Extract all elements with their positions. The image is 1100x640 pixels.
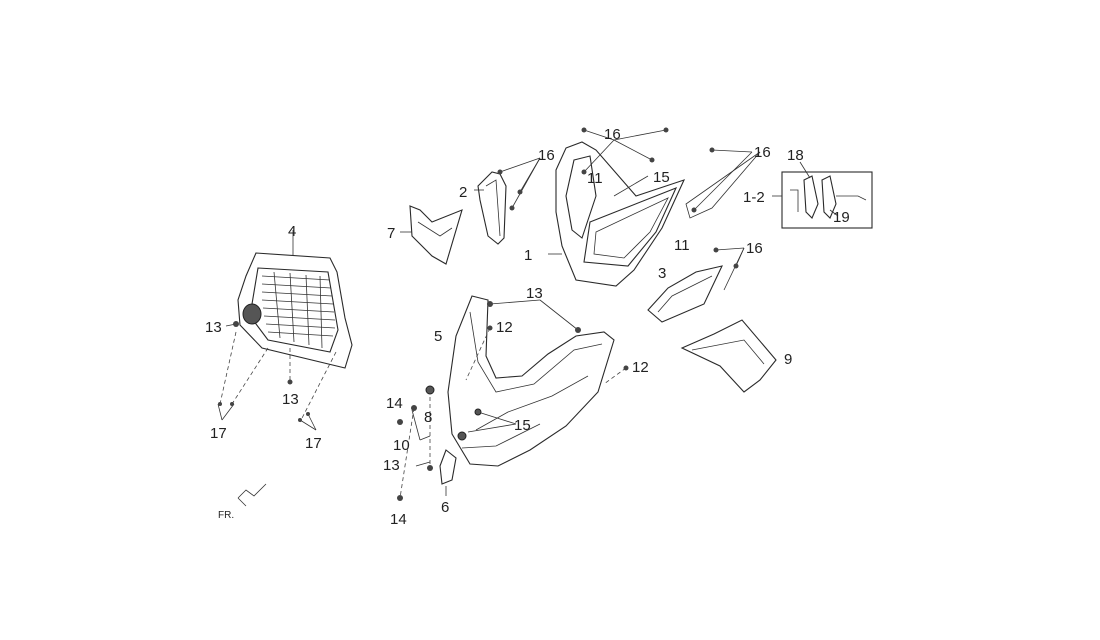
front-direction-arrow: FR. [218,483,267,521]
callout-12-b: 12 [632,359,649,376]
leader-lines [217,129,753,499]
callout-15-a: 15 [653,169,670,186]
part-3-side-strip [647,265,723,323]
callout-2: 2 [459,184,467,201]
callout-16-d: 16 [746,240,763,257]
callout-6: 6 [441,499,449,516]
part-1-headlight [548,141,761,287]
callout-13-a: 13 [526,285,543,302]
part-6-clip [439,449,457,496]
callout-numbers: 4 7 2 16 16 16 16 11 11 15 1 1-2 18 19 3… [205,126,850,528]
front-label: FR. [218,510,234,521]
part-9-lower-panel [680,319,777,393]
callout-14-b: 14 [390,511,407,528]
part-4-grille-cover [237,230,353,369]
callout-12-a: 12 [496,319,513,336]
callout-8: 8 [424,409,432,426]
callout-1: 1 [524,247,532,264]
callout-10: 10 [393,437,410,454]
callout-9: 9 [784,351,792,368]
callout-5: 5 [434,328,442,345]
part-2-bracket [474,171,507,245]
callout-16-a: 16 [538,147,555,164]
callout-19: 19 [833,209,850,226]
part-7-side-piece [400,205,463,265]
grille-slats [261,271,336,349]
callout-14-a: 14 [386,395,403,412]
callout-4: 4 [288,223,296,240]
callout-3: 3 [658,265,666,282]
callout-17-a: 17 [210,425,227,442]
callout-17-b: 17 [305,435,322,452]
callout-18: 18 [787,147,804,164]
callout-7: 7 [387,225,395,242]
part-5-front-cover [447,295,615,467]
inset-1-2-box [772,161,873,229]
callout-13-c: 13 [282,391,299,408]
callout-11-a: 11 [587,170,603,187]
callout-16-b: 16 [604,126,621,143]
callout-16-c: 16 [754,144,771,161]
callout-15-b: 15 [514,417,531,434]
callout-1-2: 1-2 [743,189,765,206]
callout-11-b: 11 [674,237,690,254]
callout-13-d: 13 [383,457,400,474]
callout-13-b: 13 [205,319,222,336]
fastener-dots [218,127,739,501]
